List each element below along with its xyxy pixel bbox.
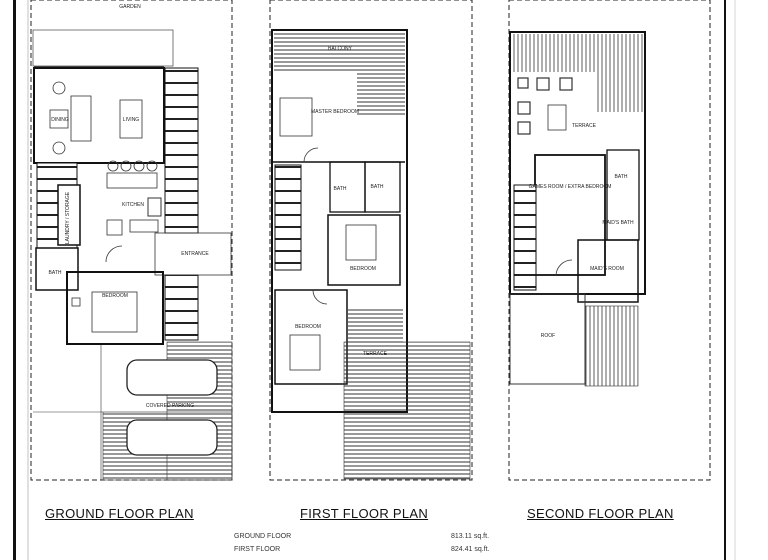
area-value-ground: 813.11 sq.ft. (451, 533, 490, 540)
room-label-balcony: BALCONY (328, 46, 353, 52)
sheet-border-left (13, 0, 16, 560)
second-floor-title: SECOND FLOOR PLAN (527, 506, 674, 521)
first-floor-plan: BALCONY MASTER BEDROOM BATH BATH BEDROOM… (269, 0, 473, 481)
room-label-master-bedroom: MASTER BEDROOM (311, 109, 359, 115)
area-label-first: FIRST FLOOR (234, 546, 281, 553)
room-label-bath-2: BATH (371, 184, 384, 190)
room-label-entrance: ENTRANCE (181, 251, 209, 257)
room-label-garden: GARDEN (119, 4, 141, 10)
ground-floor-title: GROUND FLOOR PLAN (45, 506, 194, 521)
room-label-laundry: LAUNDRY / STORAGE (65, 191, 71, 244)
first-floor-title: FIRST FLOOR PLAN (300, 506, 429, 521)
room-label-roof: ROOF (541, 333, 555, 339)
room-label-bedroom-2: BEDROOM (295, 324, 321, 330)
room-label-terrace: TERRACE (572, 123, 597, 129)
room-label-parking: COVERED PARKING (146, 403, 194, 409)
second-floor-plan: TERRACE GAMES ROOM / EXTRA BEDROOM BATH … (508, 0, 711, 481)
room-label-kitchen: KITCHEN (122, 202, 144, 208)
room-label-bath: BATH (615, 174, 628, 180)
room-label-bedroom-1: BEDROOM (350, 266, 376, 272)
room-label-bath-1: BATH (334, 186, 347, 192)
area-label-ground: GROUND FLOOR (234, 533, 292, 540)
room-label-living: LIVING (123, 117, 140, 123)
area-value-first: 824.41 sq.ft. (451, 546, 490, 553)
room-label-bedroom: BEDROOM (102, 293, 128, 299)
room-label-dining: DINING (51, 117, 69, 123)
ground-floor-plan: GARDEN DINING LIVING KITCHEN LAUNDRY / S… (30, 0, 233, 481)
room-label-games-room: GAMES ROOM / EXTRA BEDROOM (529, 184, 612, 190)
room-label-maids-room: MAID'S ROOM (590, 266, 624, 272)
room-label-bath: BATH (49, 270, 62, 276)
room-label-terrace: TERRACE (363, 351, 388, 357)
room-label-maids-bath: MAID'S BATH (602, 220, 634, 226)
